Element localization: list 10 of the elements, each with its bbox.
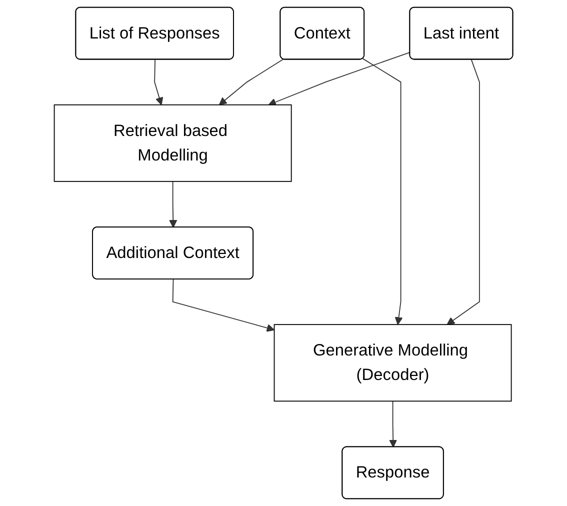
- arrow: [154, 59, 164, 106]
- arrow: [268, 52, 411, 106]
- arrow: [446, 59, 480, 325]
- arrow: [218, 58, 284, 106]
- node-box: Retrieval based Modelling: [54, 104, 292, 182]
- arrow: [389, 400, 398, 448]
- node-box: Generative Modelling (Decoder): [274, 324, 512, 402]
- arrow: [362, 58, 403, 325]
- arrow: [169, 180, 178, 228]
- arrow: [172, 278, 275, 332]
